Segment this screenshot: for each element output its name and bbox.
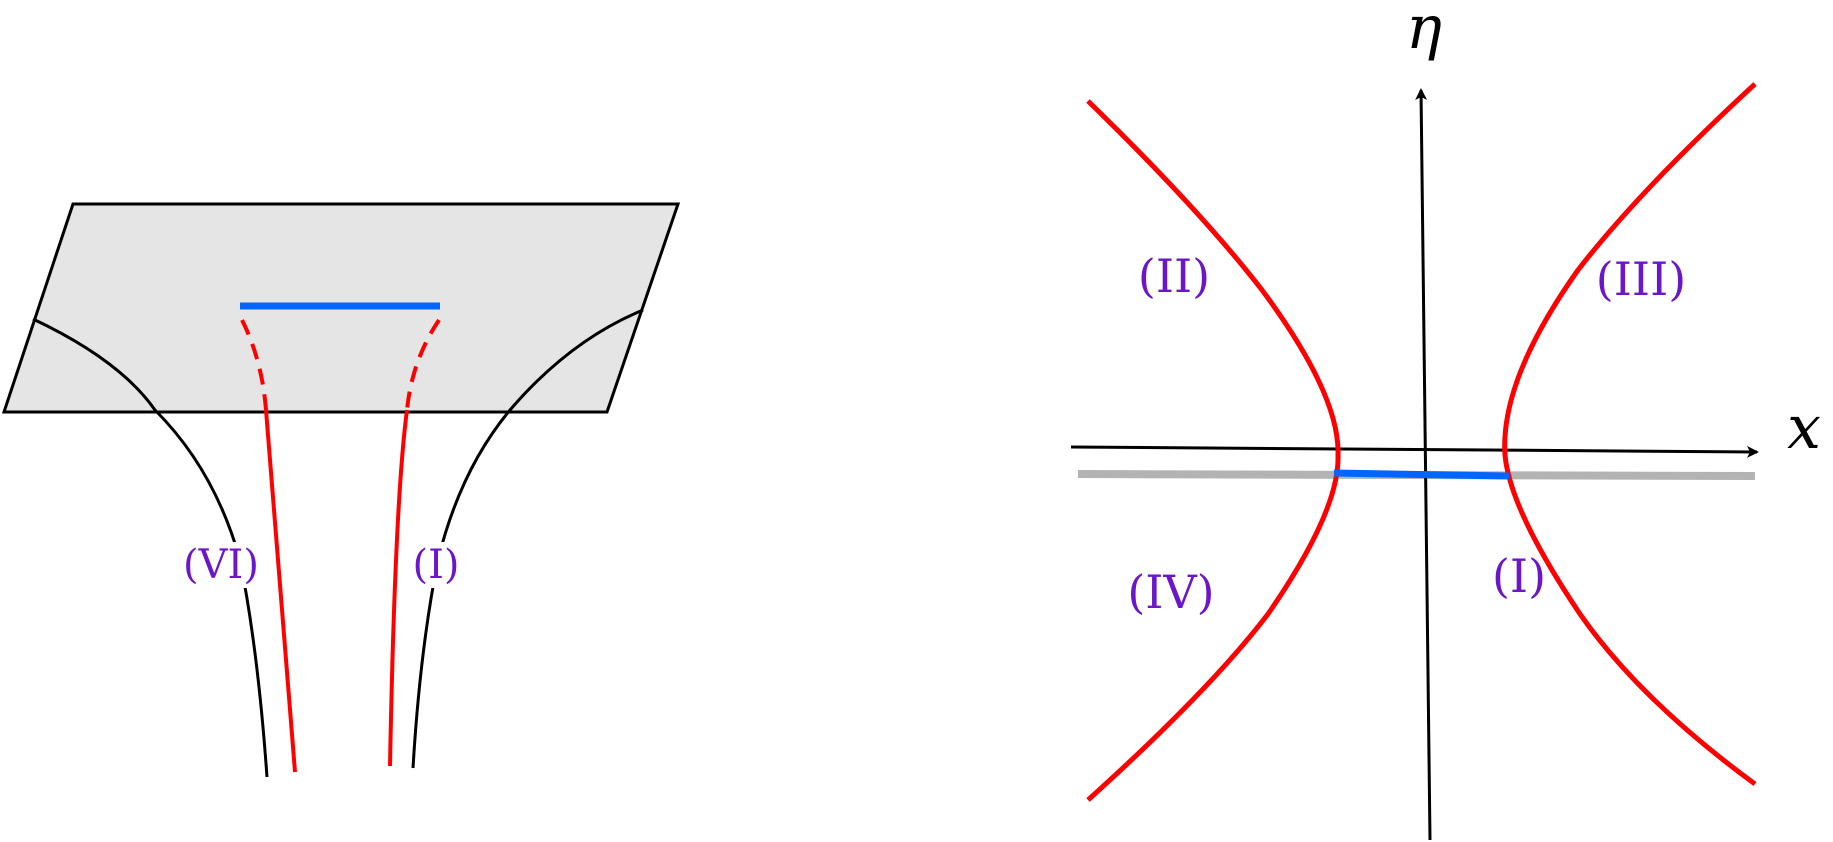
label-left-i: (I) [412,542,459,588]
black-curve-left [32,317,269,778]
red-curve-right-solid [388,409,409,767]
blue-segment-right [1333,469,1510,480]
label-right-iv: (IV) [1127,565,1214,619]
red-curve-left-solid [264,409,297,773]
label-left-vi: (VI) [183,542,259,588]
label-right-i: (I) [1492,549,1546,603]
x-axis [1070,445,1759,458]
red-hyperbola-right [1502,82,1757,787]
eta-axis-label: η [1406,0,1442,63]
x-axis-label: x [1787,393,1821,463]
label-right-iii: (III) [1596,252,1686,306]
red-curve-left-dashed [240,319,268,411]
red-curve-right-dashed [405,318,441,411]
eta-axis [1415,88,1432,841]
red-hyperbola-left [1086,99,1341,802]
label-right-ii: (II) [1138,249,1210,303]
black-curve-right [411,308,644,769]
left-diagram: (VI) (I) [1,202,681,778]
right-diagram: (II) (III) (IV) (I) x η [1070,0,1821,841]
